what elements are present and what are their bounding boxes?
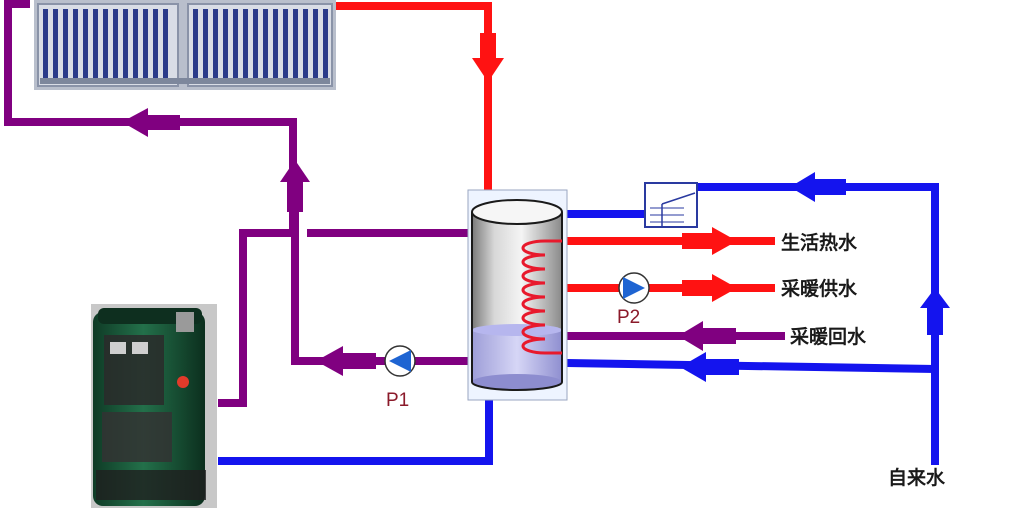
- flow-arrows: [122, 33, 950, 382]
- flow-arrow-up-icon: [920, 288, 950, 335]
- storage-tank-icon: [467, 189, 568, 401]
- flow-arrow-left-icon: [678, 321, 736, 351]
- pump-p1-label: P1: [386, 390, 409, 411]
- heating-return-label: 采暖回水: [790, 325, 867, 348]
- pump-p2-label: P2: [617, 307, 640, 328]
- heating-coil: [521, 239, 562, 355]
- flow-arrow-down-icon: [472, 33, 504, 82]
- tap-water-label: 自来水: [888, 466, 946, 489]
- boiler-icon: [91, 304, 217, 508]
- collector-tubes: [43, 9, 328, 81]
- flow-arrow-left-icon: [316, 346, 376, 376]
- flow-arrow-right-icon: [682, 274, 737, 302]
- domestic-hot-water-label: 生活热水: [781, 231, 858, 254]
- p1-return-pipe: [291, 205, 468, 365]
- tank-cold-inlet-pipe: [566, 359, 936, 373]
- boiler-cold-pipe: [218, 398, 493, 465]
- flow-arrow-right-icon: [682, 227, 737, 255]
- tap-water-main-pipe: [697, 183, 939, 465]
- pump-p2-icon[interactable]: [618, 272, 650, 304]
- mixing-valve-icon[interactable]: [644, 182, 698, 228]
- flow-arrow-left-icon: [122, 108, 180, 137]
- solar-collector-icon: [34, 0, 336, 90]
- flow-arrow-left-icon: [790, 172, 846, 202]
- flow-arrow-up-icon: [280, 160, 310, 212]
- pump-p1-icon[interactable]: [384, 345, 416, 377]
- heating-supply-label: 采暖供水: [781, 277, 858, 300]
- collector-supply-pipe: [335, 2, 492, 190]
- flow-arrow-left-icon: [680, 352, 739, 382]
